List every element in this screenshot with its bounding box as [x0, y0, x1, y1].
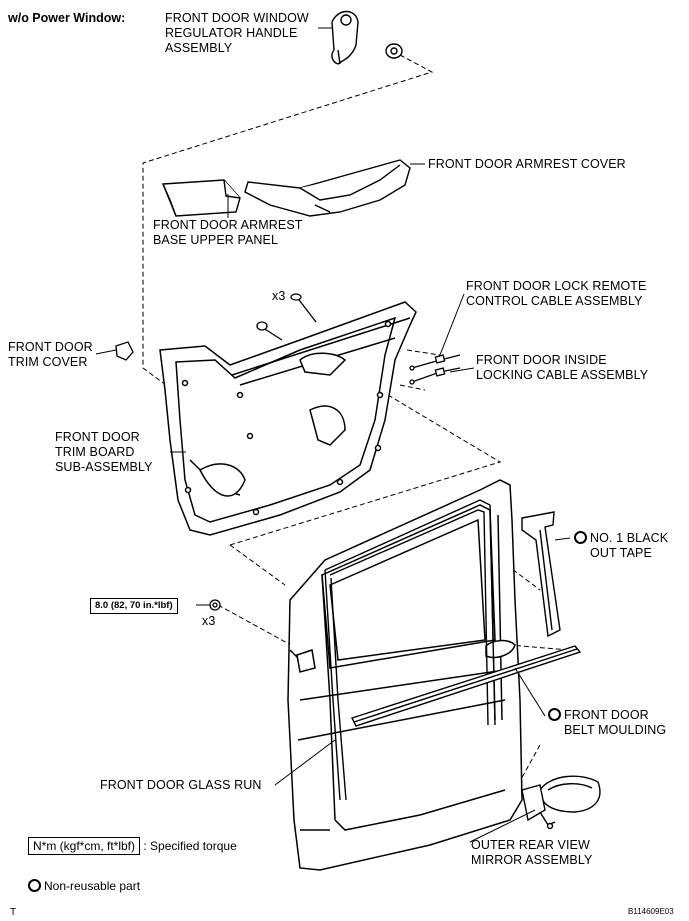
label-glass-run: FRONT DOOR GLASS RUN	[100, 778, 262, 793]
corner-mark: T	[10, 907, 17, 918]
glass-run-part	[324, 499, 496, 801]
nut-part	[209, 599, 221, 611]
label-line: NO. 1 BLACK	[574, 531, 668, 546]
label-line: FRONT DOOR	[8, 340, 93, 354]
legend-torque: N*m (kgf*cm, ft*lbf) : Specified torque	[28, 837, 237, 855]
legend-torque-unit: N*m (kgf*cm, ft*lbf)	[28, 837, 141, 855]
label-black-out-tape: NO. 1 BLACK OUT TAPE	[574, 531, 668, 561]
label-line: FRONT DOOR LOCK REMOTE	[466, 279, 647, 293]
label-line: FRONT DOOR INSIDE	[476, 353, 607, 367]
regulator-handle-part	[331, 10, 359, 65]
qty-nuts: x3	[202, 614, 216, 628]
label-inside-locking-cable: FRONT DOOR INSIDE LOCKING CABLE ASSEMBLY	[476, 353, 648, 383]
cable-part	[409, 354, 461, 385]
label-line: OUTER REAR VIEW	[471, 838, 590, 852]
figure-id: B114609E03	[628, 907, 674, 916]
screw-part	[256, 293, 317, 341]
armrest-base-upper-panel-part	[161, 179, 241, 217]
label-line: BELT MOULDING	[564, 723, 667, 737]
black-out-tape-part	[521, 511, 561, 638]
label-line: OUT TAPE	[590, 546, 652, 560]
label-belt-moulding: FRONT DOOR BELT MOULDING	[548, 708, 666, 738]
label-armrest-cover: FRONT DOOR ARMREST COVER	[428, 157, 626, 172]
label-line: BASE UPPER PANEL	[153, 233, 279, 247]
label-line: FRONT DOOR WINDOW	[165, 11, 309, 25]
regulator-washer-part	[385, 43, 403, 59]
torque-value-box: 8.0 (82, 70 in.*lbf)	[90, 598, 178, 614]
qty-screws: x3	[272, 289, 286, 303]
label-line: TRIM BOARD	[55, 445, 135, 459]
label-line: FRONT DOOR GLASS RUN	[100, 778, 262, 792]
label-line: FRONT DOOR	[55, 430, 140, 444]
label-line: MIRROR ASSEMBLY	[471, 853, 593, 867]
legend-nonreusable: Non-reusable part	[28, 879, 140, 893]
heading-title: w/o Power Window:	[8, 11, 126, 25]
leader-lines	[95, 27, 571, 843]
label-trim-cover: FRONT DOOR TRIM COVER	[8, 340, 93, 370]
label-line: FRONT DOOR	[548, 708, 666, 723]
label-armrest-base: FRONT DOOR ARMREST BASE UPPER PANEL	[153, 218, 303, 248]
label-text: FRONT DOOR	[564, 708, 649, 722]
dashed-guide-lines	[142, 54, 571, 791]
label-lock-remote-cable: FRONT DOOR LOCK REMOTE CONTROL CABLE ASS…	[466, 279, 646, 309]
label-line: CONTROL CABLE ASSEMBLY	[466, 294, 643, 308]
label-rear-view-mirror: OUTER REAR VIEW MIRROR ASSEMBLY	[471, 838, 592, 868]
trim-board-part	[159, 301, 417, 536]
label-line: ASSEMBLY	[165, 41, 233, 55]
label-line: SUB-ASSEMBLY	[55, 460, 153, 474]
armrest-cover-part	[244, 159, 411, 217]
belt-moulding-part	[351, 645, 582, 727]
non-reusable-icon	[574, 531, 587, 544]
label-line: FRONT DOOR ARMREST COVER	[428, 157, 626, 171]
label-regulator-handle: FRONT DOOR WINDOW REGULATOR HANDLE ASSEM…	[165, 11, 309, 56]
label-line: FRONT DOOR ARMREST	[153, 218, 303, 232]
label-text: NO. 1 BLACK	[590, 531, 669, 545]
rear-view-mirror-part	[521, 775, 601, 830]
label-line: TRIM COVER	[8, 355, 88, 369]
non-reusable-icon	[28, 879, 41, 892]
label-trim-board: FRONT DOOR TRIM BOARD SUB-ASSEMBLY	[55, 430, 153, 475]
legend-torque-text: : Specified torque	[143, 839, 237, 853]
non-reusable-icon	[548, 708, 561, 721]
label-line: LOCKING CABLE ASSEMBLY	[476, 368, 649, 382]
trim-cover-part	[115, 341, 134, 361]
door-shell-part	[287, 479, 523, 871]
legend-nonreusable-text: Non-reusable part	[44, 879, 141, 893]
label-line: REGULATOR HANDLE	[165, 26, 298, 40]
